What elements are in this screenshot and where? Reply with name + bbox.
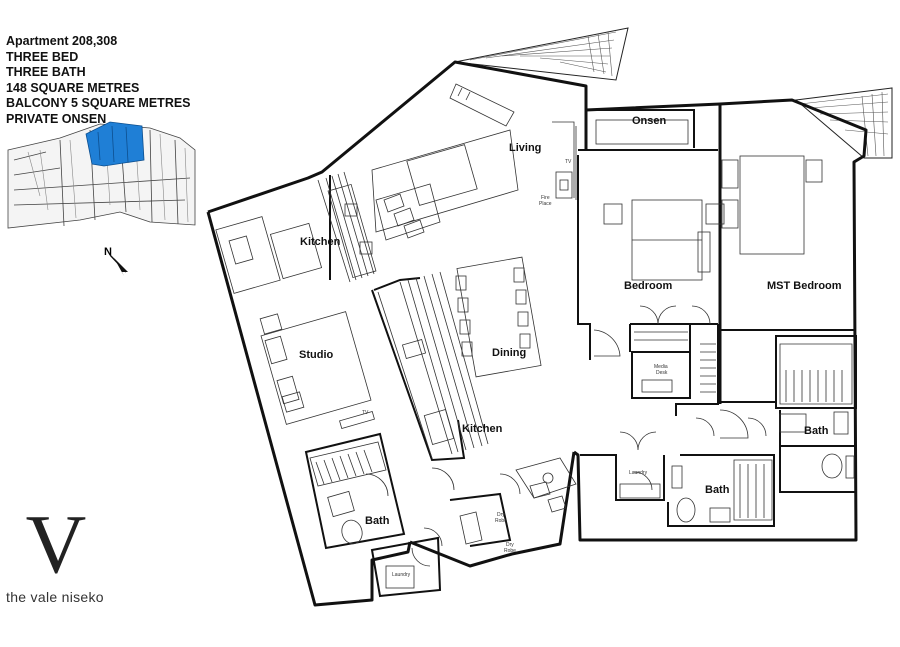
room-label-mst-bedroom: MST Bedroom: [767, 280, 842, 292]
balcony-upper-right: [794, 87, 893, 159]
dry-robe-label-1: Dry: [497, 512, 505, 518]
room-label-kitchen-lower: Kitchen: [462, 423, 503, 435]
dry-robe-label-2: Dry: [506, 542, 514, 548]
room-label-bath-studio: Bath: [365, 515, 390, 527]
tv-label-studio: TV: [362, 410, 369, 416]
dry-robe-label-1b: Robe: [495, 518, 507, 524]
onsen-feature: PRIVATE ONSEN: [6, 111, 107, 126]
dining-chairs: [455, 267, 531, 357]
compass-label: N: [104, 246, 112, 258]
media-desk-label-2: Desk: [656, 370, 668, 376]
fireplace-label-2: Place: [539, 201, 552, 207]
furniture: [215, 83, 855, 589]
laundry-label-middle: Laundry: [629, 470, 648, 476]
balcony-area: BALCONY 5 SQUARE METRES: [6, 96, 191, 111]
fireplace-label: Fire: [541, 195, 550, 201]
dry-robe-label-2b: Robe: [504, 548, 516, 554]
door-swings: [365, 305, 767, 567]
room-label-onsen: Onsen: [632, 115, 667, 127]
highlighted-apartment: [85, 121, 145, 167]
floor-area: 148 SQUARE METRES: [6, 80, 140, 95]
interior-walls: [304, 109, 857, 598]
room-label-dining: Dining: [492, 347, 526, 359]
brand-name: the vale niseko: [6, 589, 104, 605]
room-label-bath-mst: Bath: [804, 425, 829, 437]
brand-letter: V: [25, 498, 87, 591]
room-label-living: Living: [509, 142, 541, 154]
brand-logo: V the vale niseko: [6, 498, 126, 606]
room-label-studio: Studio: [299, 349, 333, 361]
room-label-bath-middle: Bath: [705, 484, 730, 496]
apartment-specs: Apartment 208,308 THREE BED THREE BATH 1…: [6, 34, 191, 128]
tv-label-living: TV: [565, 159, 572, 165]
bath-count: THREE BATH: [6, 65, 86, 80]
laundry-label-studio: Laundry: [392, 572, 411, 578]
balcony-upper-left: [454, 27, 629, 81]
apartment-number: Apartment 208,308: [6, 34, 118, 48]
key-plan: [7, 121, 196, 229]
room-label-kitchen-upper: Kitchen: [300, 236, 341, 248]
room-label-bedroom: Bedroom: [624, 280, 673, 292]
bed-count: THREE BED: [6, 49, 79, 64]
media-desk-label: Media: [654, 364, 668, 370]
north-arrow-icon: [109, 254, 128, 276]
